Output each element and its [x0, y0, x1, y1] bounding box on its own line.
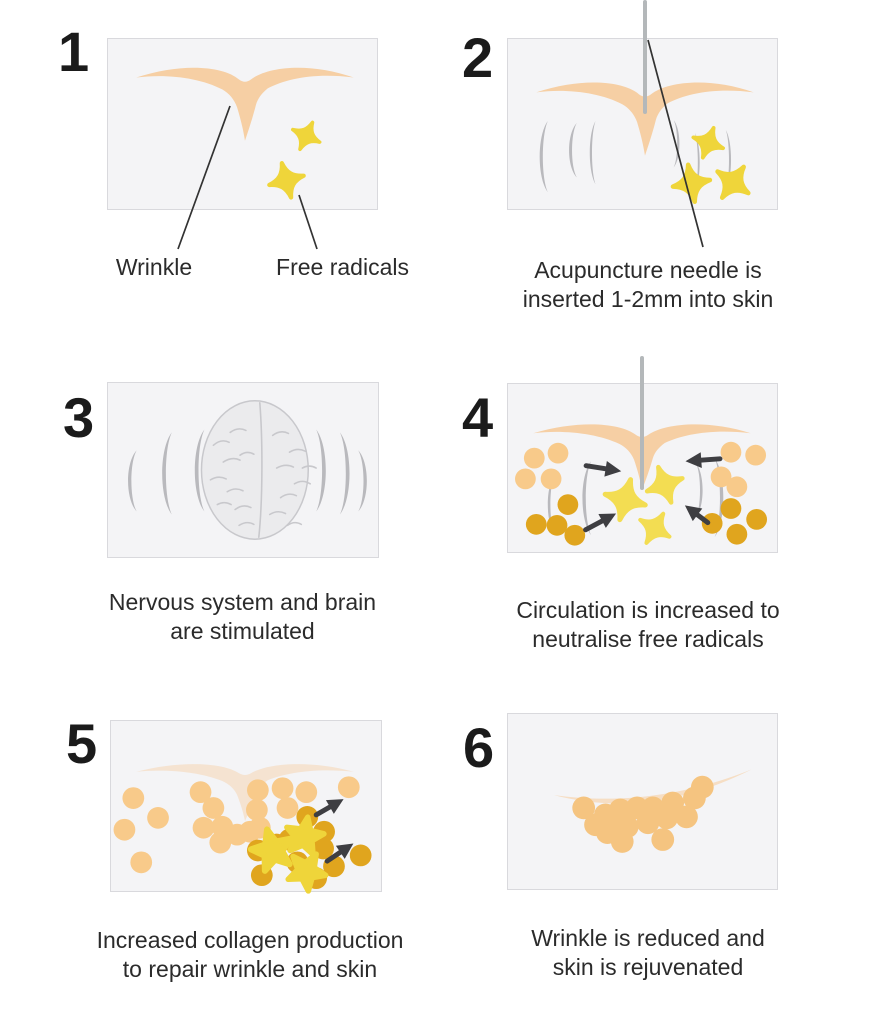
step-caption: Wrinkle is reduced and skin is rejuvenat…	[440, 924, 856, 982]
step-number: 1	[58, 20, 90, 83]
arrow-icon	[313, 799, 354, 864]
skin-box	[110, 720, 382, 892]
brain-icon	[200, 400, 317, 540]
skin-box	[107, 38, 378, 210]
skin-box	[507, 38, 778, 210]
free-radical-icon	[265, 114, 328, 202]
panel-step-2: 2	[440, 0, 881, 320]
step-number: 6	[463, 716, 495, 779]
step-caption: Nervous system and brain are stimulated	[40, 588, 445, 646]
step-caption: Increased collagen production to repair …	[40, 926, 460, 984]
step-caption: Acupuncture needle is inserted 1-2mm int…	[440, 256, 856, 314]
caption-line-2: are stimulated	[170, 618, 315, 644]
skin-box	[507, 383, 778, 553]
arrow-icon	[583, 452, 723, 533]
wrinkle-icon	[136, 67, 354, 141]
caption-line-1: Wrinkle is reduced and	[531, 925, 765, 951]
panel-step-4: 4	[440, 356, 881, 660]
collagen-dot-icon	[572, 775, 714, 853]
step-number: 3	[63, 386, 95, 449]
step-caption: Circulation is increased to neutralise f…	[440, 596, 856, 654]
caption-line-1: Circulation is increased to	[516, 597, 780, 623]
caption-line-2: to repair wrinkle and skin	[122, 956, 378, 982]
panel-step-3: 3	[40, 370, 400, 660]
collagen-dot-icon	[113, 776, 360, 874]
caption-line-2: skin is rejuvenated	[552, 954, 744, 980]
panel-step-1: 1 Wrinkle Free radicals	[40, 20, 409, 320]
wrinkle-label: Wrinkle	[115, 254, 193, 280]
caption-line-2: inserted 1-2mm into skin	[522, 286, 774, 312]
step-number: 2	[462, 26, 494, 89]
skin-box	[507, 713, 778, 890]
brain-box	[107, 382, 379, 558]
collagen-dot-icon	[515, 441, 767, 498]
caption-line-1: Increased collagen production	[96, 927, 404, 953]
step-number: 4	[462, 386, 494, 449]
step-number: 5	[66, 712, 98, 775]
panel-step-6: 6 Wrinkle is reduced and skin is	[440, 690, 881, 1010]
panel-step-5: 5	[40, 690, 403, 1010]
free-radicals-label: Free radicals	[276, 254, 409, 280]
caption-line-1: Acupuncture needle is	[534, 257, 762, 283]
free-radical-icon	[670, 120, 759, 209]
caption-line-1: Nervous system and brain	[108, 589, 377, 615]
circulation-dot-icon	[525, 494, 768, 546]
caption-line-2: neutralise free radicals	[532, 626, 764, 652]
